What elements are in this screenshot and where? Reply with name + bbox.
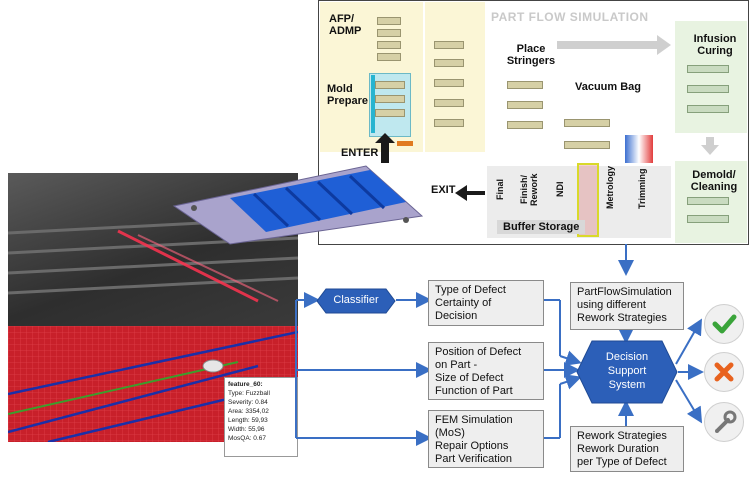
- partflow-line-2: using different: [577, 299, 646, 311]
- defect-line-length: Length: 59,93: [228, 417, 268, 424]
- defect-type-line-2: Certainty of: [435, 297, 492, 309]
- decision-support-shape[interactable]: [576, 340, 678, 404]
- rework-line-2: Rework Duration: [577, 443, 659, 455]
- defect-line-area: Area: 3354,02: [228, 408, 269, 415]
- fem-line-1: FEM Simulation: [435, 414, 513, 426]
- defect-line-mosqa: MosQA: 0.67: [228, 435, 266, 442]
- station-infusion-label: Infusion Curing: [693, 33, 737, 57]
- cross-icon: [714, 362, 734, 382]
- defect-line-width: Width: 55,96: [228, 426, 265, 433]
- partflow-line-3: Rework Strategies: [577, 312, 667, 324]
- station-stringers-label: Place Stringers: [506, 43, 556, 67]
- defect-info-card: feature_60: Type: Fuzzball Severity: 0.8…: [224, 377, 298, 457]
- reject-button[interactable]: [704, 352, 744, 392]
- defect-tag: feature_60:: [228, 381, 263, 388]
- fem-line-4: Part Verification: [435, 453, 513, 465]
- part-flow-simulation-panel: PART FLOW SIMULATION AFP/ ADMP Mold Prep…: [318, 0, 749, 245]
- repair-button[interactable]: [704, 402, 744, 442]
- position-line-1: Position of Defect: [435, 346, 522, 358]
- dss-line-1: Decision: [605, 351, 649, 363]
- check-icon: [712, 314, 737, 334]
- infusion-zone: [675, 21, 747, 133]
- defect-line-type: Type: Fuzzball: [228, 390, 270, 397]
- defect-type-line-3: Decision: [435, 310, 478, 322]
- wrench-icon: [715, 410, 737, 433]
- defect-type-line-1: Type of Defect: [435, 284, 506, 296]
- rework-line-3: per Type of Defect: [577, 456, 667, 468]
- defect-type-box: Type of Defect Certainty of Decision: [428, 280, 544, 326]
- position-line-2: on Part -: [435, 359, 478, 371]
- exit-label: EXIT: [431, 184, 456, 196]
- simulation-title: PART FLOW SIMULATION: [491, 10, 649, 24]
- classifier-label: Classifier: [333, 294, 379, 306]
- rework-line-1: Rework Strategies: [577, 430, 667, 442]
- buffer-storage-label: Buffer Storage: [497, 220, 586, 234]
- afp-storage-zone: [425, 2, 485, 152]
- station-afp-label: AFP/ ADMP: [329, 13, 362, 37]
- position-line-4: Function of Part: [435, 385, 513, 397]
- dss-line-2: Support: [607, 365, 647, 377]
- partflow-line-1: PartFlowSimulation: [577, 286, 672, 298]
- partflow-simulation-box: PartFlowSimulation using different Rewor…: [570, 282, 684, 330]
- defect-position-box: Position of Defect on Part - Size of Def…: [428, 342, 544, 400]
- decision-support-label: Decision Support System: [576, 350, 678, 392]
- fem-line-3: Repair Options: [435, 440, 509, 452]
- accept-button[interactable]: [704, 304, 744, 344]
- fem-simulation-box: FEM Simulation (MoS) Repair Options Part…: [428, 410, 544, 468]
- defect-marker[interactable]: [202, 359, 224, 373]
- position-line-3: Size of Defect: [435, 372, 504, 384]
- rework-strategies-box: Rework Strategies Rework Duration per Ty…: [570, 426, 684, 472]
- station-mold-label: Mold Prepare: [327, 83, 368, 107]
- classifier-shape[interactable]: [316, 288, 396, 314]
- ndi-highlight: [577, 163, 599, 237]
- dss-line-3: System: [608, 379, 646, 391]
- simulation-arrows: [375, 35, 719, 201]
- station-vacuum-label: Vacuum Bag: [575, 81, 642, 93]
- composite-panel-3d: [172, 165, 424, 245]
- oven-heat-gradient: [625, 135, 653, 163]
- enter-label: ENTER: [341, 147, 379, 159]
- defect-line-severity: Severity: 0.84: [228, 399, 268, 406]
- fem-line-2: (MoS): [435, 427, 465, 439]
- station-demold-label: Demold/ Cleaning: [690, 169, 738, 193]
